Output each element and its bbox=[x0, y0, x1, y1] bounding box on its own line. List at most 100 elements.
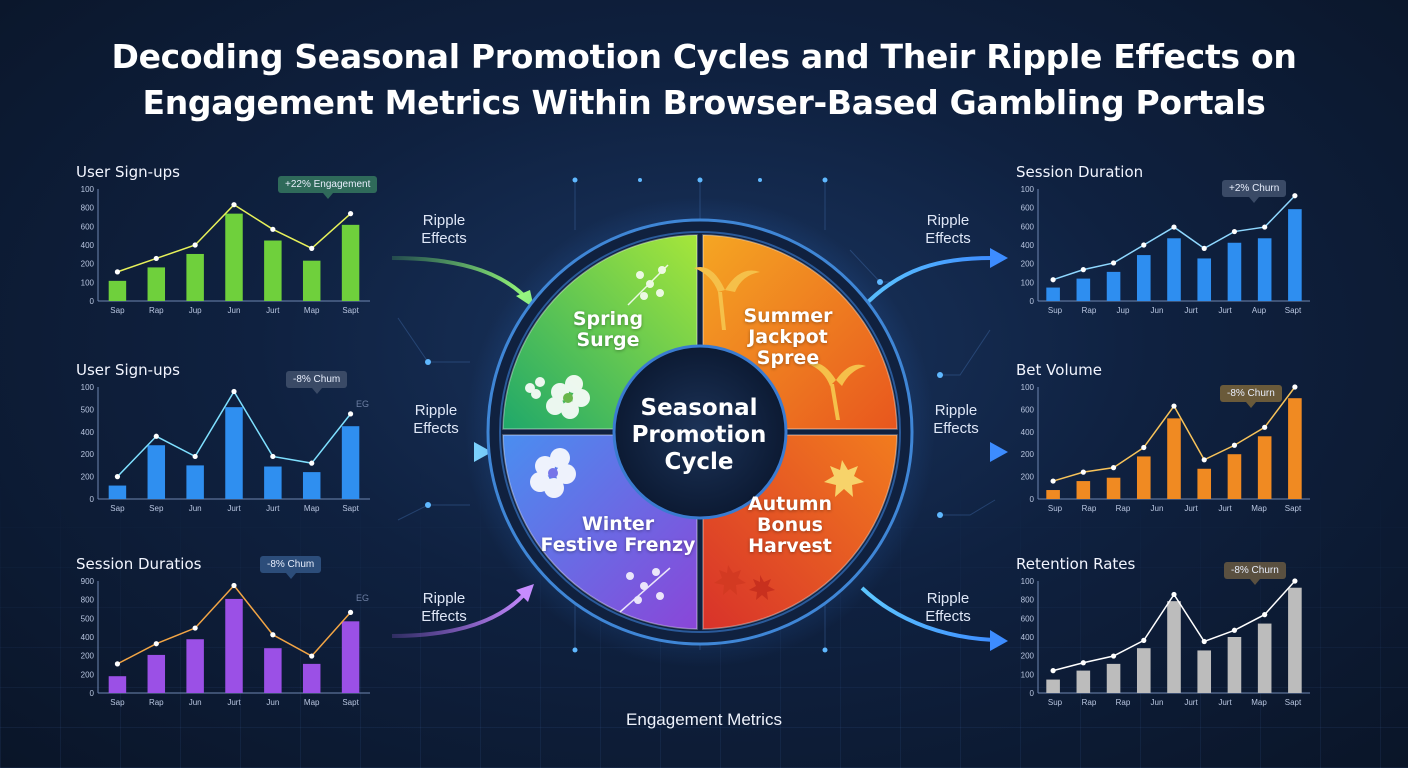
x-tick-label: Jurt bbox=[1218, 306, 1232, 315]
chart-point bbox=[1110, 465, 1117, 471]
y-tick-label: 0 bbox=[90, 297, 95, 306]
y-tick-label: 200 bbox=[81, 670, 95, 679]
y-tick-label: 800 bbox=[81, 204, 95, 213]
y-tick-label: 800 bbox=[81, 596, 95, 605]
chart-point bbox=[1231, 228, 1238, 235]
chart-point bbox=[1201, 457, 1207, 463]
chart-point bbox=[1080, 267, 1086, 273]
chart-title: Retention Rates bbox=[1016, 555, 1136, 573]
x-tick-label: Sap bbox=[110, 698, 125, 707]
chart-bar bbox=[108, 280, 127, 301]
x-tick-label: Aup bbox=[1252, 306, 1267, 315]
y-tick-label: 0 bbox=[90, 689, 95, 698]
chart-bar bbox=[1046, 490, 1060, 499]
chart-point bbox=[1171, 403, 1177, 409]
chart-bar bbox=[1257, 623, 1272, 693]
chart-bar bbox=[1106, 663, 1121, 693]
chart-point bbox=[1141, 637, 1147, 643]
chart-title: Session Duration bbox=[1016, 163, 1144, 181]
change-badge: +2% Churn bbox=[1222, 180, 1287, 203]
y-tick-label: 0 bbox=[1030, 297, 1035, 306]
winter-label: Winter Festive Frenzy bbox=[540, 513, 696, 556]
y-tick-label: 100 bbox=[1021, 185, 1035, 194]
y-tick-label: 200 bbox=[1021, 450, 1035, 459]
x-tick-label: Jurt bbox=[1218, 504, 1232, 513]
spring-label: Spring Surge bbox=[572, 308, 644, 351]
y-tick-label: 400 bbox=[1021, 633, 1035, 642]
chart-bar bbox=[1136, 648, 1151, 693]
x-tick-label: Jun bbox=[228, 306, 241, 315]
chart-bar bbox=[108, 676, 127, 693]
chart-bar bbox=[264, 240, 282, 301]
chart-bar bbox=[1136, 255, 1151, 301]
summer-label: Summer Jackpot Spree bbox=[743, 305, 833, 369]
winter-blossom-branch-icon bbox=[619, 567, 671, 613]
chart-bar bbox=[1076, 278, 1091, 301]
chart-point bbox=[1262, 224, 1268, 230]
x-tick-label: Jurt bbox=[1184, 504, 1198, 513]
chart-point bbox=[309, 653, 315, 659]
arrow-head-icon bbox=[990, 442, 1008, 462]
chart-point bbox=[1050, 668, 1056, 674]
x-tick-label: Map bbox=[304, 306, 320, 315]
ripple-arrow-right-bot bbox=[860, 586, 995, 642]
chart-bar bbox=[1136, 456, 1151, 499]
x-tick-label: Sup bbox=[1048, 698, 1063, 707]
x-tick-label: Jurt bbox=[227, 504, 241, 513]
chart-bar bbox=[1288, 398, 1302, 499]
chart-point bbox=[270, 226, 276, 232]
x-tick-label: Jurt bbox=[266, 504, 280, 513]
x-tick-label: Map bbox=[304, 698, 320, 707]
x-tick-label: Jup bbox=[189, 306, 202, 315]
chart-bar bbox=[341, 426, 360, 499]
side-note: EG bbox=[356, 399, 369, 409]
y-tick-label: 400 bbox=[81, 633, 95, 642]
chart-bar bbox=[1197, 650, 1212, 693]
chart-bar bbox=[1076, 481, 1091, 499]
chart-point bbox=[153, 433, 159, 439]
y-tick-label: 200 bbox=[1021, 473, 1035, 482]
chart-title: Session Duratios bbox=[76, 555, 202, 573]
y-tick-label: 900 bbox=[81, 577, 95, 586]
y-tick-label: 100 bbox=[1021, 670, 1035, 679]
chart-point bbox=[1231, 627, 1238, 633]
chart-bar bbox=[1257, 436, 1272, 499]
wheel-center-label: Seasonal Promotion Cycle bbox=[631, 395, 767, 475]
chart-point bbox=[1141, 444, 1147, 451]
y-tick-label: 500 bbox=[81, 614, 95, 623]
y-tick-label: 600 bbox=[1021, 222, 1035, 231]
chart-point bbox=[1231, 442, 1238, 448]
chart-title: User Sign-ups bbox=[76, 163, 180, 181]
x-tick-label: Jurt bbox=[227, 698, 241, 707]
x-tick-label: Jun bbox=[1151, 504, 1164, 513]
chart-bar bbox=[341, 621, 360, 693]
x-tick-label: Jun bbox=[266, 698, 279, 707]
chart-bar bbox=[1046, 287, 1060, 301]
chart-bar bbox=[1227, 454, 1242, 499]
chart-point bbox=[1050, 478, 1056, 484]
x-tick-label: Sapt bbox=[342, 698, 359, 707]
chart-bar bbox=[1227, 242, 1242, 301]
chart-point bbox=[114, 661, 121, 667]
y-tick-label: 500 bbox=[81, 405, 95, 414]
x-tick-label: Rap bbox=[1116, 504, 1131, 513]
x-tick-label: Sap bbox=[110, 504, 125, 513]
y-tick-label: 200 bbox=[1021, 652, 1035, 661]
y-tick-label: 600 bbox=[1021, 614, 1035, 623]
change-badge: -8% Churn bbox=[1220, 385, 1282, 408]
chart-bar bbox=[147, 654, 166, 693]
maple-leaf-icon bbox=[714, 460, 864, 600]
chart-bar bbox=[1227, 637, 1242, 693]
chart-point bbox=[192, 242, 198, 248]
chart-bar bbox=[225, 598, 243, 693]
chart-bar bbox=[1106, 477, 1121, 499]
arrow-head-icon bbox=[990, 630, 1008, 651]
